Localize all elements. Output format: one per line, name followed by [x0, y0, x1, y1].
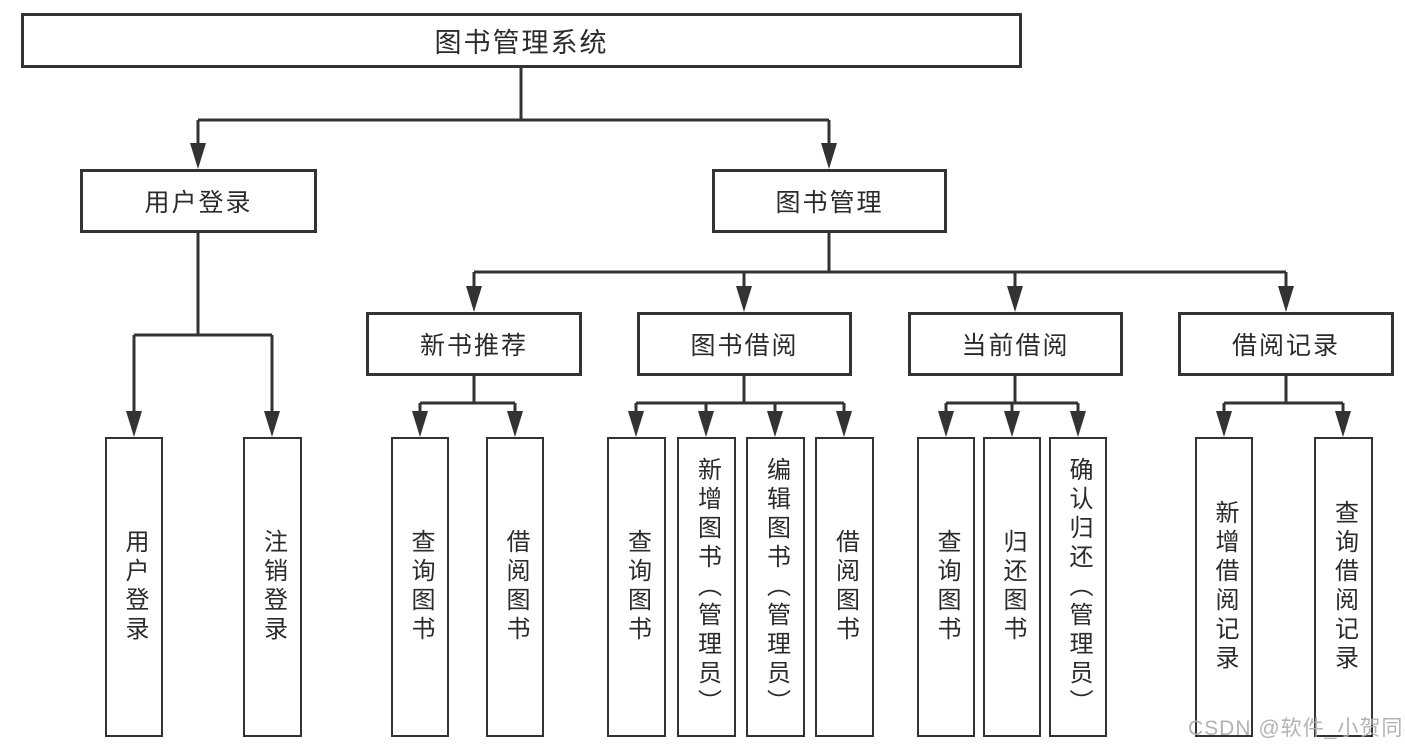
leaf-return-book-label: 归还图书 [999, 529, 1026, 645]
leaf-logout: 注销登录 [243, 437, 302, 737]
node-current-borrow-label: 当前借阅 [961, 332, 1070, 360]
node-user-login: 用户登录 [80, 169, 317, 233]
leaf-query-books-2-label: 查询图书 [623, 529, 651, 645]
leaf-edit-book-admin-label: 编辑图书（管理员） [762, 456, 790, 718]
leaf-edit-book-admin: 编辑图书（管理员） [746, 437, 805, 737]
node-borrow-record-label: 借阅记录 [1231, 332, 1340, 360]
leaf-query-books-3: 查询图书 [917, 437, 975, 737]
leaf-borrow-books-2: 借阅图书 [815, 437, 874, 737]
leaf-query-books-1: 查询图书 [391, 437, 449, 737]
node-book-management-label: 图书管理 [775, 189, 884, 217]
node-book-borrow: 图书借阅 [637, 312, 852, 376]
csdn-watermark: CSDN @软件_小贺同学 [1188, 717, 1405, 740]
node-root: 图书管理系统 [21, 13, 1022, 68]
leaf-query-books-1-label: 查询图书 [407, 529, 434, 645]
node-root-label: 图书管理系统 [434, 28, 609, 58]
leaf-borrow-books-2-label: 借阅图书 [831, 529, 859, 645]
leaf-borrow-books-1-label: 借阅图书 [502, 529, 529, 645]
leaf-borrow-books-1: 借阅图书 [486, 437, 544, 737]
leaf-add-book-admin-label: 新增图书（管理员） [693, 456, 721, 718]
leaf-query-books-2: 查询图书 [607, 437, 666, 737]
leaf-add-borrow-record: 新增借阅记录 [1195, 437, 1253, 737]
node-book-borrow-label: 图书借阅 [690, 332, 799, 360]
node-new-book-recommend-label: 新书推荐 [419, 332, 528, 360]
node-book-management: 图书管理 [712, 169, 947, 233]
leaf-add-borrow-record-label: 新增借阅记录 [1211, 500, 1238, 674]
leaf-query-borrow-record-label: 查询借阅记录 [1330, 500, 1358, 674]
node-borrow-record: 借阅记录 [1178, 312, 1394, 376]
leaf-query-borrow-record: 查询借阅记录 [1314, 437, 1373, 737]
leaf-return-book: 归还图书 [983, 437, 1041, 737]
node-new-book-recommend: 新书推荐 [366, 312, 582, 376]
node-current-borrow: 当前借阅 [908, 312, 1123, 376]
leaf-logout-label: 注销登录 [259, 529, 287, 645]
leaf-user-login: 用户登录 [105, 437, 163, 737]
node-user-login-label: 用户登录 [144, 189, 253, 217]
leaf-user-login-label: 用户登录 [121, 529, 148, 645]
leaf-confirm-return-admin: 确认归还（管理员） [1049, 437, 1107, 737]
leaf-confirm-return-admin-label: 确认归还（管理员） [1065, 456, 1092, 718]
leaf-add-book-admin: 新增图书（管理员） [677, 437, 736, 737]
leaf-query-books-3-label: 查询图书 [933, 529, 960, 645]
